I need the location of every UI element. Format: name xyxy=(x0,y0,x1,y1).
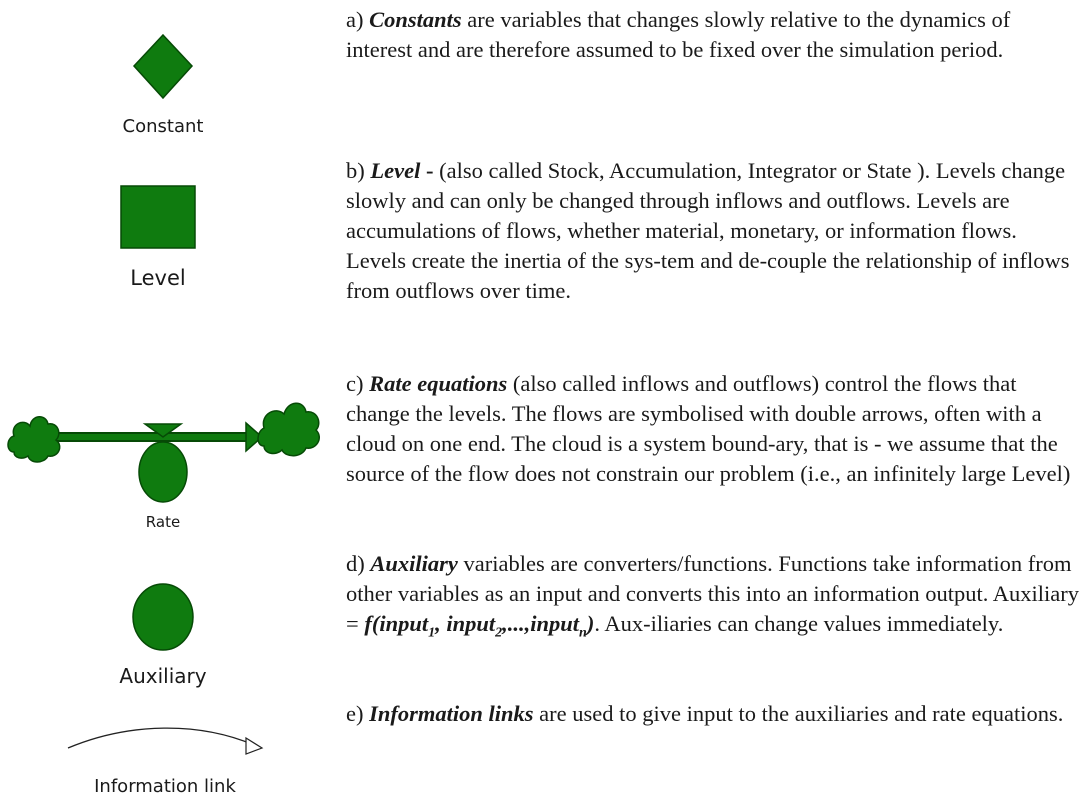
constant-label: Constant xyxy=(122,116,204,137)
definition-b-term: Level xyxy=(370,158,421,183)
definition-e-body: are used to give input to the auxiliarie… xyxy=(533,701,1064,726)
rate-flow-icon xyxy=(38,421,264,503)
definition-c-body: (also called inflows and outflows) contr… xyxy=(346,371,1071,486)
auxiliary-circle-icon xyxy=(132,583,194,651)
definition-d-prefix: d) xyxy=(346,551,371,576)
definition-e-prefix: e) xyxy=(346,701,370,726)
constant-diamond-icon xyxy=(132,33,194,100)
sink-cloud-icon xyxy=(257,402,320,457)
auxiliary-formula: f(input1, input2,...,inputn) xyxy=(364,611,595,641)
auxiliary-label: Auxiliary xyxy=(119,664,207,688)
definition-e-term: Information links xyxy=(369,701,534,726)
definition-a-prefix: a) xyxy=(346,7,370,32)
definition-d-term: Auxiliary xyxy=(370,551,458,576)
definition-auxiliary: d) Auxiliary variables are converters/fu… xyxy=(346,549,1081,641)
definition-level: b) Level - (also called Stock, Accumulat… xyxy=(346,156,1081,306)
definition-a-body: are variables that changes slowly relati… xyxy=(346,7,1011,62)
definition-information-links: e) Information links are used to give in… xyxy=(346,699,1081,729)
definition-c-prefix: c) xyxy=(346,371,370,396)
level-square-icon xyxy=(120,185,196,249)
symbol-legend: Constant Level Rate Auxiliary Informatio… xyxy=(0,0,330,801)
definition-b-body: (also called Stock, Accumulation, Integr… xyxy=(346,158,1070,303)
definition-b-dash: - xyxy=(420,158,440,183)
information-link-arrow-icon xyxy=(67,727,264,755)
definition-d-body: variables are converters/functions. Func… xyxy=(346,551,1079,636)
level-label: Level xyxy=(130,266,186,290)
source-cloud-icon xyxy=(7,416,61,463)
information-link-label: Information link xyxy=(94,776,236,797)
definition-constants: a) Constants are variables that changes … xyxy=(346,5,1081,65)
rate-label: Rate xyxy=(145,513,181,531)
definition-a-term: Constants xyxy=(369,7,462,32)
definition-b-prefix: b) xyxy=(346,158,371,183)
definition-c-term: Rate equations xyxy=(369,371,508,396)
definition-rate-equations: c) Rate equations (also called inflows a… xyxy=(346,369,1081,489)
definition-d-tail: . Aux-iliaries can change values immedia… xyxy=(594,611,1004,636)
legend-symbols xyxy=(7,33,320,755)
